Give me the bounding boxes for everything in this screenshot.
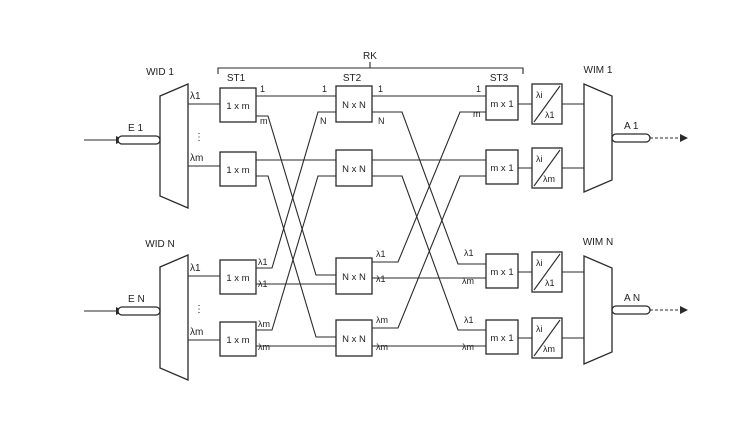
widN-out-lambdam: λm [190,327,203,338]
st1-block-1: 1 x m [219,87,257,123]
st2-to-st3-links [372,95,486,347]
svg-text:1 x m: 1 x m [226,165,249,176]
wimN-multiplexer [583,255,613,365]
svg-text:λm: λm [543,174,555,184]
widN-demultiplexer [159,254,189,381]
st1-block-4: 1 x m [219,321,257,357]
rk-bracket [217,62,524,74]
wim1-multiplexer [583,83,613,193]
st3-in-port-1: 1 [476,84,481,94]
wid1-dots: ⋮ [194,132,204,143]
svg-text:λ1: λ1 [545,110,555,120]
widN-out-lambda1: λ1 [190,263,201,274]
svg-text:1 x m: 1 x m [226,273,249,284]
svg-text:λi: λi [536,324,543,334]
st3-label: ST3 [490,73,509,84]
st1-block-2: 1 x m [219,151,257,187]
svg-text:λ1: λ1 [545,278,555,288]
st3-in-port-m: m [473,109,481,119]
st3-block-3: m x 1 [485,253,519,289]
wim1-label: WIM 1 [584,65,613,76]
svg-text:N x N: N x N [342,164,366,175]
st3-block-2: m x 1 [485,149,519,185]
wimN-label: WIM N [583,237,614,248]
svg-text:m x 1: m x 1 [490,163,513,174]
st1-to-st2-links [256,95,336,347]
svg-text:N x N: N x N [342,334,366,345]
st2n-out-lambdam-b: λm [376,342,388,352]
st1n-out-lambdam-a: λm [258,319,270,329]
output-aN [611,305,688,315]
svg-text:m x 1: m x 1 [490,333,513,344]
svg-text:λm: λm [543,344,555,354]
wid1-demultiplexer [159,83,189,209]
e1-label: E 1 [128,123,143,134]
st1-block-3: 1 x m [219,259,257,295]
a1-label: A 1 [624,121,639,132]
converter-4: λi λm [531,317,563,359]
st2-out-port-1: 1 [378,84,383,94]
converter-3: λi λ1 [531,251,563,293]
output-a1 [611,133,688,143]
input-e1 [84,135,161,145]
st2-block-3: N x N [335,257,373,295]
svg-text:λi: λi [536,258,543,268]
st3-block-4: m x 1 [485,319,519,355]
st3n-in-lambdam-b: λm [462,342,474,352]
st1n-out-lambdam-b: λm [258,342,270,352]
st2n-out-lambda1-b: λ1 [376,274,386,284]
st1-label: ST1 [227,73,246,84]
input-eN [84,306,161,316]
svg-text:N x N: N x N [342,272,366,283]
st2-out-port-N: N [378,116,385,126]
wid1-out-lambdam: λm [190,153,203,164]
widN-dots: ⋮ [194,304,204,315]
aN-label: A N [624,293,640,304]
st2n-out-lambda1-a: λ1 [376,249,386,259]
st2-block-4: N x N [335,319,373,357]
converter-2: λi λm [531,147,563,189]
st3n-in-lambda1-b: λ1 [464,315,474,325]
st2-label: ST2 [343,73,362,84]
svg-text:m x 1: m x 1 [490,99,513,110]
eN-label: E N [128,294,145,305]
rk-label: RK [363,51,377,62]
st3-to-mux-links [518,103,584,339]
st2-in-port-1: 1 [322,84,327,94]
st3-block-1: m x 1 [485,85,519,121]
st1-port-1: 1 [260,84,265,94]
st1n-out-lambda1-a: λ1 [258,257,268,267]
st3n-in-lambda1-a: λ1 [464,248,474,258]
svg-text:N x N: N x N [342,100,366,111]
st2-block-2: N x N [335,149,373,187]
widN-label: WID N [145,239,174,250]
svg-text:m x 1: m x 1 [490,267,513,278]
wid1-out-lambda1: λ1 [190,91,201,102]
st1-port-m: m [260,116,268,126]
converter-1: λi λ1 [531,83,563,125]
st2-block-1: N x N [335,85,373,123]
demux-to-st1-links [188,103,220,341]
svg-text:λi: λi [536,90,543,100]
st2-in-port-N: N [320,116,327,126]
wid1-label: WID 1 [146,67,174,78]
svg-text:1 x m: 1 x m [226,335,249,346]
st3n-in-lambdam-a: λm [462,276,474,286]
st2n-out-lambdam-a: λm [376,315,388,325]
svg-text:λi: λi [536,154,543,164]
st1n-out-lambda1-b: λ1 [258,279,268,289]
svg-text:1 x m: 1 x m [226,101,249,112]
